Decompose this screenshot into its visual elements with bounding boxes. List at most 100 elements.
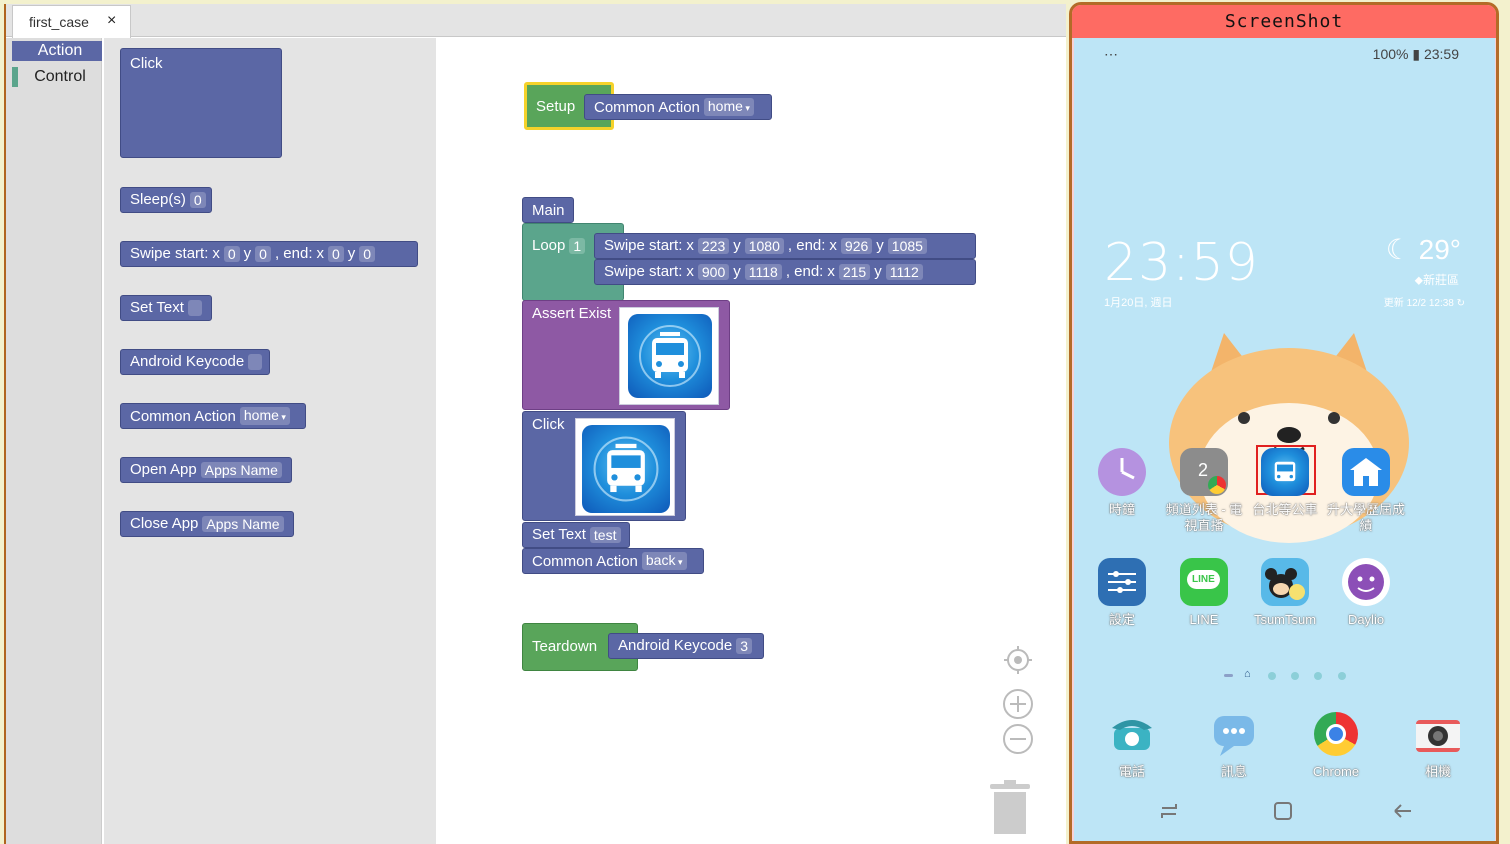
swipe2-y2[interactable]: 1112 xyxy=(885,263,923,280)
tab-bar: first_case × xyxy=(6,4,1066,38)
chrome-icon xyxy=(1312,710,1360,758)
app-chrome[interactable]: Chrome xyxy=(1296,710,1376,780)
bus-app-icon xyxy=(582,425,670,513)
zoom-out-icon[interactable] xyxy=(1002,723,1034,760)
sleep-value[interactable]: 0 xyxy=(189,191,206,208)
tv-channel-icon: 2 xyxy=(1180,448,1228,496)
app-taipei-bus[interactable]: 台北等公車 xyxy=(1245,445,1325,518)
category-control[interactable]: Control xyxy=(12,67,102,87)
messages-icon xyxy=(1210,710,1258,758)
swipe-x1[interactable]: 0 xyxy=(223,245,240,262)
app-messages[interactable]: 訊息 xyxy=(1194,710,1274,780)
teardown-keycode-value[interactable]: 3 xyxy=(736,637,753,654)
toolbox: Action Control xyxy=(6,38,102,844)
flyout-sleep-block[interactable]: Sleep(s)0 xyxy=(120,187,212,213)
app-daylio[interactable]: Daylio xyxy=(1326,558,1406,628)
phone-screen: ⋯ 100% ▮ 23:59 23:59 1月20日, 週日 ☾ 29° ⬥新莊… xyxy=(1074,38,1495,841)
clock-widget-time: 23:59 xyxy=(1104,233,1259,293)
menu-indicator-icon xyxy=(1224,674,1233,677)
page-dot xyxy=(1338,672,1346,680)
recent-apps-icon[interactable] xyxy=(1158,800,1180,828)
status-battery-time: 100% ▮ 23:59 xyxy=(1372,46,1459,62)
assert-image xyxy=(619,307,719,405)
page-dot xyxy=(1291,672,1299,680)
zoom-in-icon[interactable] xyxy=(1002,688,1034,725)
blockly-editor: first_case × Action Control Click Sleep(… xyxy=(4,4,1066,844)
app-settings[interactable]: 設定 xyxy=(1082,558,1162,628)
page-dot xyxy=(1268,672,1276,680)
main-block[interactable]: Main xyxy=(522,197,574,223)
app-tsumtsum[interactable]: TsumTsum xyxy=(1245,558,1325,628)
common-action-back-dropdown[interactable]: back xyxy=(641,552,687,570)
tab-title: first_case xyxy=(29,14,89,30)
swipe1-y2[interactable]: 1085 xyxy=(887,237,927,254)
clock-widget-date: 1月20日, 週日 xyxy=(1104,297,1173,309)
keycode-field[interactable] xyxy=(248,353,263,370)
weather-updated: 更新 12/2 12:38 ↻ xyxy=(1383,298,1465,309)
app-camera[interactable]: 相機 xyxy=(1398,710,1478,780)
daylio-icon xyxy=(1342,558,1390,606)
school-icon xyxy=(1342,448,1390,496)
flyout-set-text-block[interactable]: Set Text xyxy=(120,295,212,321)
open-app-field[interactable]: Apps Name xyxy=(200,461,282,478)
app-clock[interactable]: 時鐘 xyxy=(1082,448,1162,518)
swipe1-x2[interactable]: 926 xyxy=(840,237,873,254)
trash-icon[interactable] xyxy=(988,780,1032,841)
app-university-scores[interactable]: 升大學歷屆成績 xyxy=(1326,448,1406,534)
app-channel-list[interactable]: 2 頻道列表 - 電視直播 xyxy=(1164,448,1244,534)
phone-panel-title: ScreenShot xyxy=(1072,5,1496,38)
swipe1-x1[interactable]: 223 xyxy=(697,237,730,254)
set-text-field[interactable] xyxy=(187,299,202,316)
recenter-icon[interactable] xyxy=(1002,644,1034,681)
phone-icon xyxy=(1108,710,1156,758)
bus-app-icon xyxy=(628,314,712,398)
home-indicator-icon: ⌂ xyxy=(1244,668,1251,680)
back-icon[interactable] xyxy=(1392,800,1414,828)
swipe2-x2[interactable]: 215 xyxy=(838,263,871,280)
setup-action-dropdown[interactable]: home xyxy=(703,98,754,116)
app-line[interactable]: LINE LINE xyxy=(1164,558,1244,628)
line-icon: LINE xyxy=(1180,558,1228,606)
tab-first-case[interactable]: first_case × xyxy=(12,5,131,38)
close-icon[interactable]: × xyxy=(107,12,117,29)
home-button-icon[interactable] xyxy=(1272,800,1294,828)
swipe2-y1[interactable]: 1118 xyxy=(744,263,782,280)
swipe2-x1[interactable]: 900 xyxy=(697,263,730,280)
category-action[interactable]: Action xyxy=(12,41,102,61)
set-text-value[interactable]: test xyxy=(589,526,621,543)
swipe-x2[interactable]: 0 xyxy=(328,245,344,262)
common-action-dropdown[interactable]: home xyxy=(239,407,290,425)
click-image xyxy=(575,418,675,516)
teardown-block[interactable]: Teardown xyxy=(522,623,638,671)
clock-icon xyxy=(1098,448,1146,496)
close-app-field[interactable]: Apps Name xyxy=(202,515,284,532)
swipe1-y1[interactable]: 1080 xyxy=(744,237,784,254)
assert-exist-block[interactable]: Assert Exist xyxy=(522,300,730,410)
swipe-y2[interactable]: 0 xyxy=(359,245,376,262)
camera-icon xyxy=(1414,710,1462,758)
flyout-android-keycode-block[interactable]: Android Keycode xyxy=(120,349,270,375)
settings-sliders-icon xyxy=(1098,558,1146,606)
chrome-badge-icon xyxy=(1208,476,1226,494)
loop-count[interactable]: 1 xyxy=(569,237,586,254)
app-phone[interactable]: 電話 xyxy=(1092,710,1172,780)
click-block[interactable]: Click xyxy=(522,411,686,521)
flyout-click-block[interactable]: Click xyxy=(120,48,282,158)
phone-screenshot-panel: ScreenShot ⋯ 100% ▮ 23:59 23:59 1月20日, 週… xyxy=(1069,2,1499,844)
page-dot xyxy=(1314,672,1322,680)
weather-location: ⬥新莊區 xyxy=(1414,273,1459,287)
swipe-y1[interactable]: 0 xyxy=(255,245,271,262)
